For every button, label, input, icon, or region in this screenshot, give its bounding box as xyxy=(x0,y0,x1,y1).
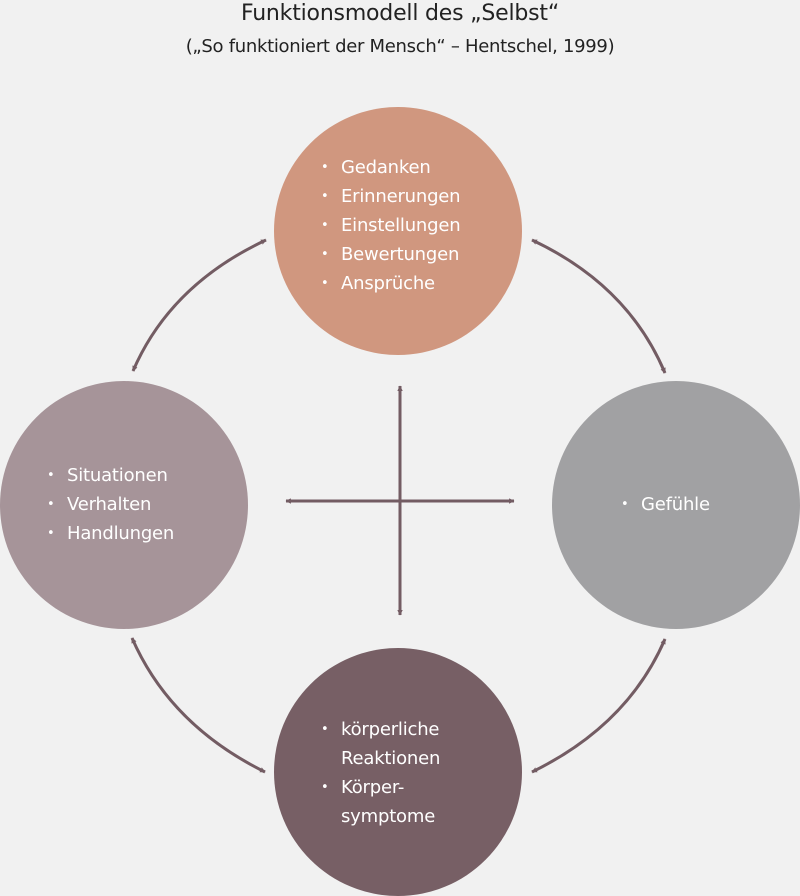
bullet-item-text: Bewertungen xyxy=(341,244,460,265)
node-feelings-list: Gefühle xyxy=(621,490,710,519)
node-body-label: körperlicheReaktionenKörper-symptome xyxy=(321,715,440,831)
bullet-item: Erinnerungen xyxy=(321,182,461,211)
arrow-behavior-body xyxy=(130,637,266,774)
node-behavior-label: SituationenVerhaltenHandlungen xyxy=(47,461,174,548)
bullet-item: Bewertungen xyxy=(321,240,460,269)
node-thoughts-label: GedankenErinnerungenEinstellungenBewertu… xyxy=(321,153,461,298)
arrow-thoughts-behavior xyxy=(131,238,267,372)
node-body-list: körperlicheReaktionenKörper-symptome xyxy=(321,715,440,831)
node-feelings-label: Gefühle xyxy=(621,490,710,519)
arrow-feelings-body xyxy=(531,638,667,774)
bullet-item: Verhalten xyxy=(47,490,174,519)
bullet-item-text: körperliche xyxy=(341,719,440,740)
bullet-item-text: Ansprüche xyxy=(341,273,435,294)
bullet-item-text: Gedanken xyxy=(341,157,431,178)
bullet-item-text: symptome xyxy=(341,806,436,827)
diagram-title: Funktionsmodell des „Selbst“ xyxy=(240,1,560,26)
bullet-item-text: Reaktionen xyxy=(341,748,441,769)
arrow-thoughts-feelings xyxy=(531,238,667,374)
node-thoughts-list: GedankenErinnerungenEinstellungenBewertu… xyxy=(321,153,461,298)
bullet-item: Handlungen xyxy=(47,519,174,548)
bullet-item-text: Körper- xyxy=(341,777,405,798)
bullet-item-text: Einstellungen xyxy=(341,215,461,236)
bullet-item: Gedanken xyxy=(321,153,460,182)
node-behavior-list: SituationenVerhaltenHandlungen xyxy=(47,461,174,548)
bullet-item: Ansprüche xyxy=(321,269,460,298)
bullet-item-text: Situationen xyxy=(67,465,168,486)
diagram-subtitle: („So funktioniert der Mensch“ – Hentsche… xyxy=(185,36,615,57)
bullet-item: Gefühle xyxy=(621,490,710,519)
bullet-item-text: Erinnerungen xyxy=(341,186,461,207)
bullet-item-text: Handlungen xyxy=(67,523,175,544)
bullet-item: Situationen xyxy=(47,461,174,490)
bullet-item-text: Verhalten xyxy=(67,494,152,515)
bullet-item: Einstellungen xyxy=(321,211,461,240)
bullet-item: Körper-symptome xyxy=(321,773,440,831)
bullet-item-text: Gefühle xyxy=(641,494,710,515)
